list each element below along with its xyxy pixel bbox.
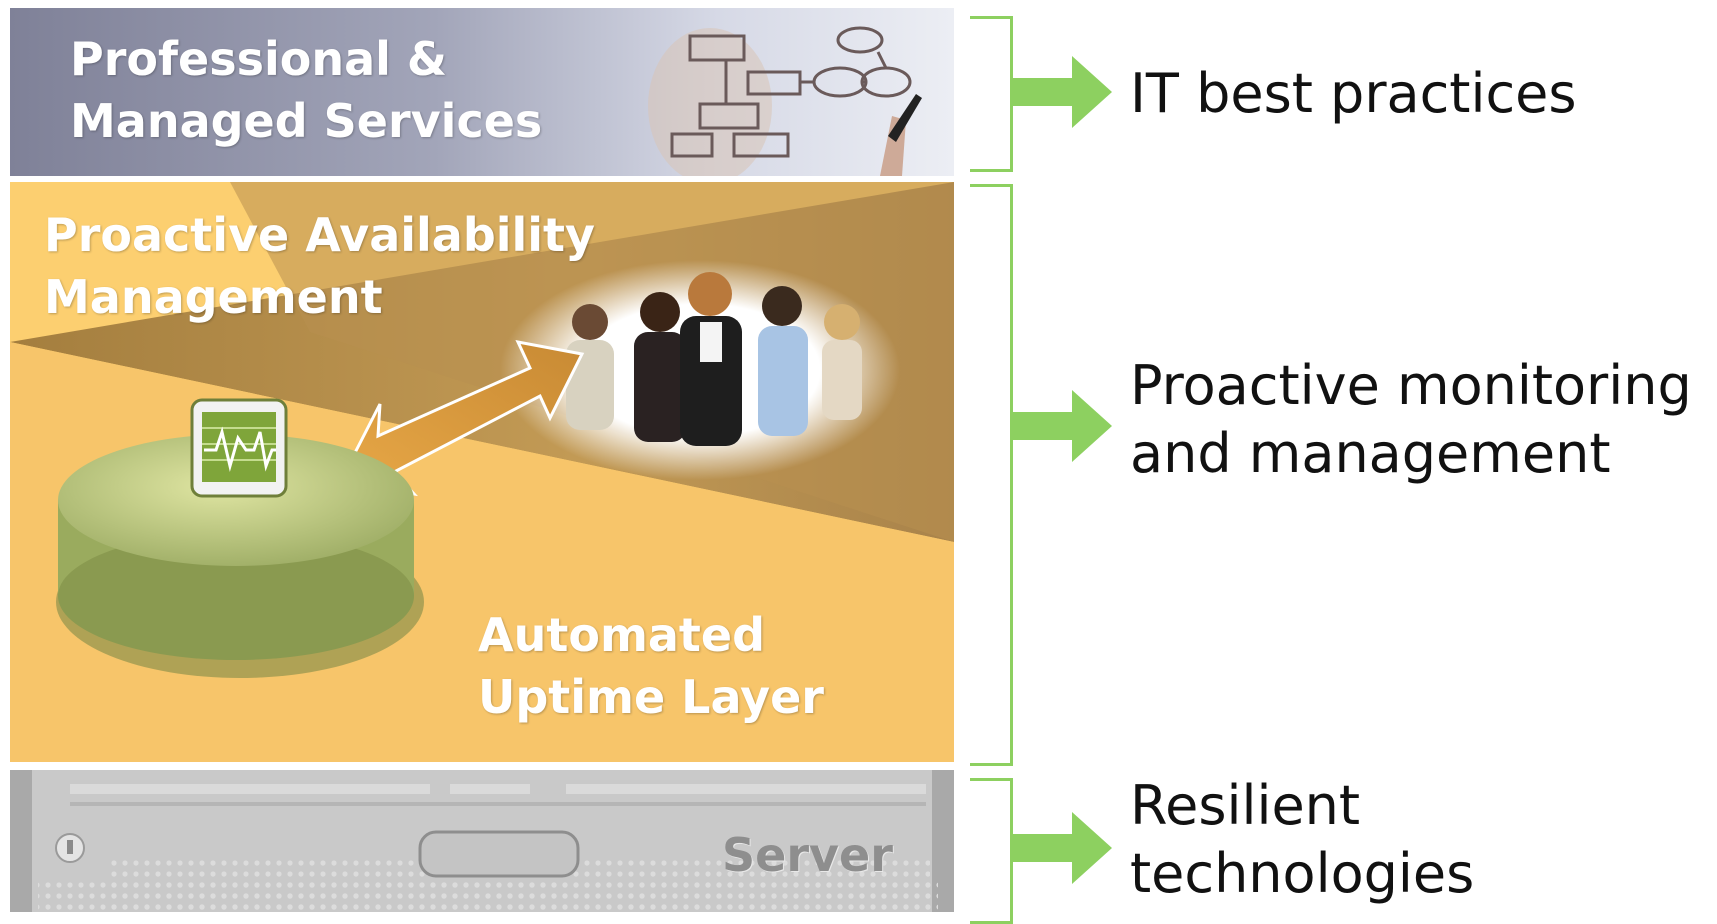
server-chassis [10,770,954,912]
arrow-right-icon [1012,56,1112,128]
server-layer: Server [10,770,954,912]
arrow-right-icon [1012,812,1112,884]
uptime-title: Automated Uptime Layer [478,604,824,728]
callout-resilient: Resilient technologies [1130,772,1474,908]
bracket-it-practices [970,16,1013,172]
availability-line2: Management [44,270,383,324]
team-photo-icon [500,260,900,480]
professional-services-title: Professional & Managed Services [70,28,542,152]
server-label: Server [722,828,893,882]
callout-monitoring-line2: and management [1130,422,1611,485]
callout-monitoring-line1: Proactive monitoring [1130,354,1692,417]
flowchart-sketch-icon [648,26,922,176]
callout-it-practices: IT best practices [1130,60,1577,128]
callout-resilient-line1: Resilient [1130,774,1361,837]
uptime-line2: Uptime Layer [478,670,824,724]
heartbeat-monitor-icon [190,398,288,498]
callout-it-line1: IT best practices [1130,62,1577,125]
availability-layer: Proactive Availability Management Automa… [10,182,954,762]
callout-resilient-line2: technologies [1130,842,1475,905]
professional-services-layer: Professional & Managed Services [10,8,954,176]
bracket-monitoring [970,184,1013,766]
uptime-puck [56,434,424,678]
availability-line1: Proactive Availability [44,208,596,262]
professional-services-line1: Professional & [70,32,448,86]
bracket-resilient [970,778,1013,924]
uptime-line1: Automated [478,608,766,662]
power-button-icon [55,833,85,863]
availability-title: Proactive Availability Management [44,204,595,328]
availability-layer-background [10,182,954,762]
drive-bay-handle [418,830,580,878]
professional-services-line2: Managed Services [70,94,543,148]
callout-monitoring: Proactive monitoring and management [1130,352,1692,488]
arrow-right-icon [1012,390,1112,462]
